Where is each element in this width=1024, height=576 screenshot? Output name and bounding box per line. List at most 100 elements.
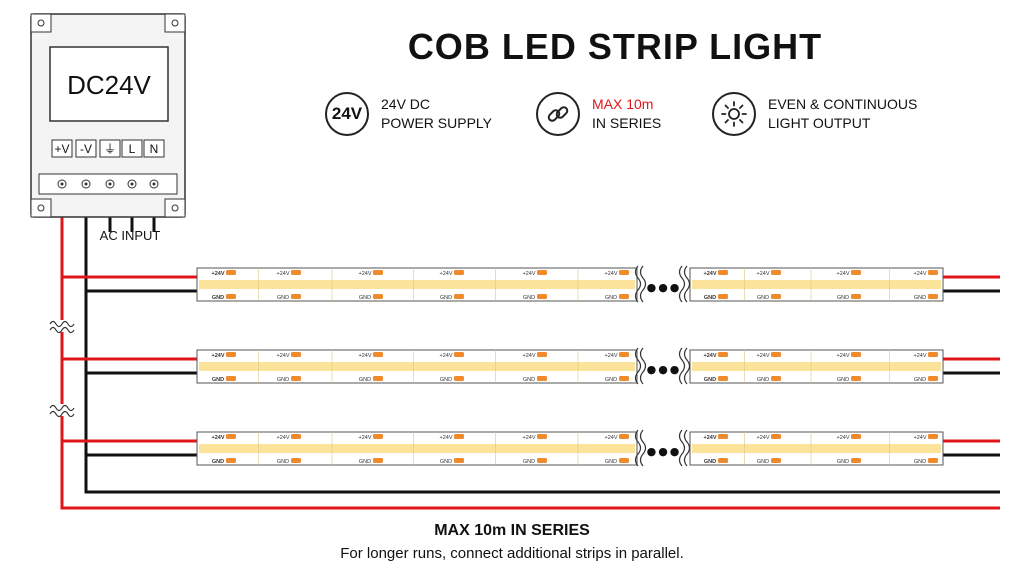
feature-text: EVEN & CONTINUOUS LIGHT OUTPUT [768, 95, 917, 133]
pos-label: +24V [605, 435, 618, 441]
solder-pad [928, 270, 938, 275]
feature-line2: LIGHT OUTPUT [768, 115, 871, 131]
feature-line1: EVEN & CONTINUOUS [768, 96, 918, 112]
feature-line2: IN SERIES [592, 115, 662, 131]
break-symbol [49, 410, 75, 418]
pos-label: +24V [914, 353, 927, 359]
pos-label: +24V [837, 271, 850, 277]
solder-pad [718, 376, 728, 381]
solder-pad [851, 376, 861, 381]
neg-label: GND [523, 459, 535, 465]
pos-label: +24V [212, 353, 225, 359]
solder-pad [373, 376, 383, 381]
solder-pad [454, 458, 464, 463]
power-supply-label-panel [49, 46, 169, 122]
pos-label: +24V [359, 353, 372, 359]
terminal-label-box [121, 139, 143, 158]
pos-label: +24V [359, 435, 372, 441]
pos-label: +24V [837, 353, 850, 359]
mount-tab-tl [30, 13, 52, 33]
solder-pad [928, 352, 938, 357]
strip-break-symbol [634, 265, 642, 303]
solder-pad [537, 376, 547, 381]
neg-label: GND [359, 459, 371, 465]
neg-label: GND [212, 377, 224, 383]
led-strip-light [692, 280, 941, 289]
terminal-label: N [150, 142, 159, 156]
pos-label: +24V [914, 271, 927, 277]
solder-pad [771, 434, 781, 439]
voltage-badge-icon: 24V [325, 92, 369, 136]
pos-label: +24V [523, 353, 536, 359]
strip-break-symbol [639, 429, 647, 467]
solder-pad [291, 294, 301, 299]
negative-trunk-wire [84, 194, 1000, 494]
solder-pad [226, 352, 236, 357]
series-continuation-dots: ●●● [647, 363, 682, 376]
neg-label: GND [277, 295, 289, 301]
feature-light-output: EVEN & CONTINUOUS LIGHT OUTPUT [712, 92, 917, 136]
solder-pad [454, 294, 464, 299]
pos-label: +24V [277, 353, 290, 359]
strip-break-symbol [634, 347, 642, 385]
pos-label: +24V [704, 353, 717, 359]
solder-pad [851, 294, 861, 299]
solder-pad [291, 376, 301, 381]
neg-label: GND [523, 295, 535, 301]
neg-label: GND [914, 459, 926, 465]
solder-pad [373, 294, 383, 299]
solder-pad [619, 376, 629, 381]
led-strip-light [692, 444, 941, 453]
footer-text: For longer runs, connect additional stri… [340, 545, 684, 562]
screw-hole [37, 204, 45, 212]
solder-pad [718, 434, 728, 439]
solder-pad [771, 352, 781, 357]
neg-label: GND [704, 377, 716, 383]
terminal-screw-center [60, 182, 64, 186]
positive-trunk-wire [60, 194, 1000, 510]
pos-label: +24V [605, 353, 618, 359]
pos-label: +24V [440, 353, 453, 359]
wires [48, 194, 1000, 510]
pos-label: +24V [605, 271, 618, 277]
terminal-label-box [75, 139, 97, 158]
led-strip-light [199, 444, 635, 453]
solder-pad [373, 458, 383, 463]
screw-hole [171, 204, 179, 212]
neg-label: GND [914, 295, 926, 301]
strip-break-symbol [639, 265, 647, 303]
solder-pad [454, 434, 464, 439]
terminal-screw-center [152, 182, 156, 186]
pos-label: +24V [704, 271, 717, 277]
neg-label: GND [359, 295, 371, 301]
solder-pad [718, 294, 728, 299]
solder-pad [851, 352, 861, 357]
solder-pad [928, 458, 938, 463]
terminal-screw-center [108, 182, 112, 186]
neg-label: GND [440, 377, 452, 383]
page-title: COB LED STRIP LIGHT [407, 26, 823, 67]
strip-break-symbol [678, 429, 686, 467]
terminal-label: +V [54, 142, 69, 156]
terminal-label-box [143, 139, 165, 158]
neg-label: GND [523, 377, 535, 383]
pos-label: +24V [523, 435, 536, 441]
neg-label: GND [212, 295, 224, 301]
neg-label: GND [440, 295, 452, 301]
solder-pad [771, 458, 781, 463]
pos-label: +24V [757, 271, 770, 277]
series-continuation-dots: ●●● [647, 281, 682, 294]
terminal-screw-center [130, 182, 134, 186]
pos-label: +24V [277, 271, 290, 277]
strip-break-symbol [639, 347, 647, 385]
feature-line1: MAX 10m [592, 96, 654, 112]
ac-input-label: AC INPUT [100, 228, 161, 243]
neg-label: GND [605, 377, 617, 383]
feature-text: 24V DC POWER SUPPLY [381, 95, 492, 133]
neg-label: GND [440, 459, 452, 465]
solder-pad [537, 352, 547, 357]
break-symbol [49, 320, 75, 328]
neg-label: GND [837, 295, 849, 301]
